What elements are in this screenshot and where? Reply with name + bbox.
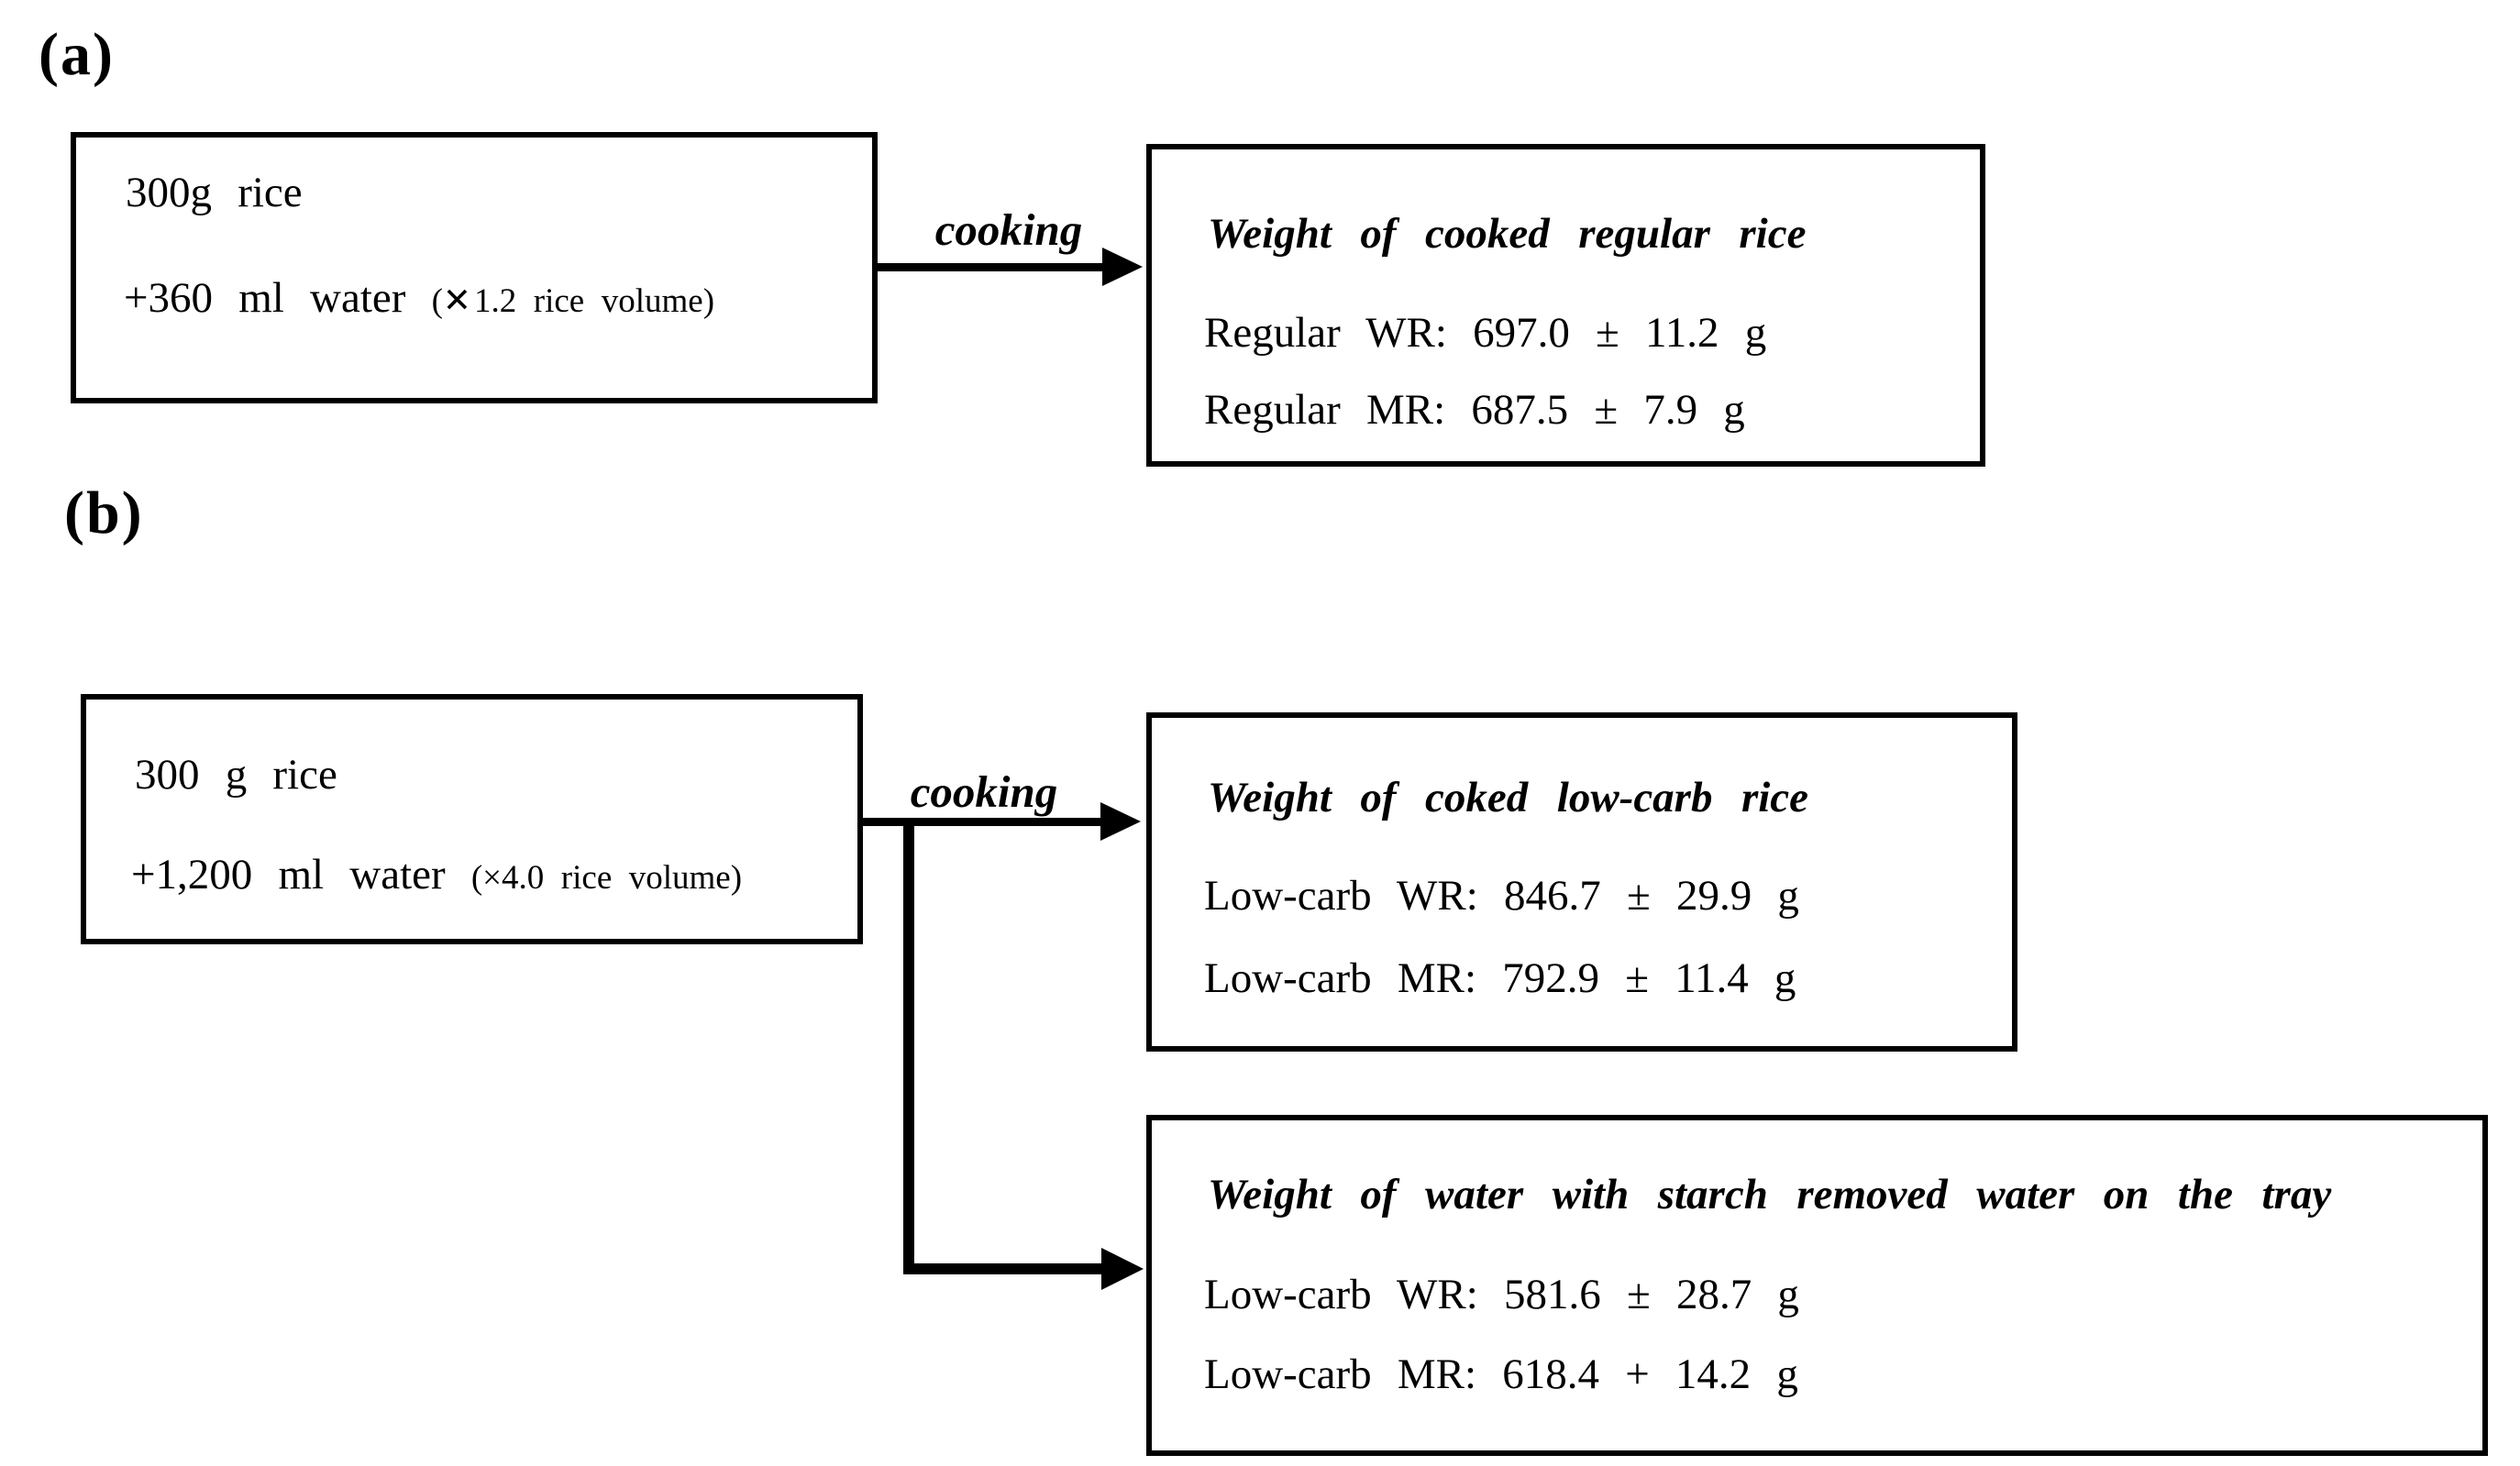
panel-a-input-line2-main: +360 ml water <box>124 274 406 322</box>
panel-a-arrow-head <box>1102 248 1143 286</box>
panel-b-output-water-wr: Low-carb WR: 581.6 ± 28.7 g <box>1204 1271 1799 1318</box>
panel-a-input-line2-note: (✕ 1.2 rice volume) <box>431 282 715 320</box>
panel-a-cooking-label: cooking <box>934 204 1083 255</box>
panel-a-input-box <box>71 132 878 403</box>
panel-b-output-water-title: Weight of water with starch removed wate… <box>1208 1171 2332 1218</box>
panel-b-label: (b) <box>64 479 144 546</box>
panel-a-output-box <box>1146 144 1985 467</box>
panel-b-branch-vertical-line <box>903 818 914 1274</box>
panel-b-arrow-head <box>1100 802 1141 841</box>
panel-b-input-box <box>81 694 863 944</box>
panel-a-input-line2: +360 ml water (✕ 1.2 rice volume) <box>124 273 714 323</box>
panel-b-output-rice-wr: Low-carb WR: 846.7 ± 29.9 g <box>1204 872 1799 920</box>
panel-a-output-wr: Regular WR: 697.0 ± 11.2 g <box>1204 309 1767 357</box>
panel-b-arrow2-line <box>903 1263 1103 1274</box>
panel-b-output-rice-title: Weight of coked low-carb rice <box>1208 774 1809 821</box>
panel-a-input-line1: 300g rice <box>126 169 303 216</box>
panel-a-output-title: Weight of cooked regular rice <box>1208 210 1807 258</box>
panel-b-input-line2: +1,200 ml water (×4.0 rice volume) <box>131 850 742 899</box>
panel-b-arrow-line <box>863 818 1103 826</box>
panel-a-output-mr: Regular MR: 687.5 ± 7.9 g <box>1204 386 1745 434</box>
panel-b-input-line1: 300 g rice <box>135 751 337 799</box>
panel-b-output-rice-box <box>1146 712 2017 1052</box>
panel-b-input-line2-note: (×4.0 rice volume) <box>470 859 743 897</box>
panel-b-input-line2-main: +1,200 ml water <box>131 851 446 898</box>
panel-b-output-water-box <box>1146 1115 2488 1456</box>
panel-b-output-rice-mr: Low-carb MR: 792.9 ± 11.4 g <box>1204 954 1796 1002</box>
panel-b-output-water-mr: Low-carb MR: 618.4 + 14.2 g <box>1204 1350 1798 1398</box>
panel-b-arrow2-head <box>1101 1248 1144 1290</box>
panel-a-arrow-line <box>877 263 1106 271</box>
panel-a-label: (a) <box>39 21 115 88</box>
panel-b-cooking-label: cooking <box>910 766 1058 817</box>
